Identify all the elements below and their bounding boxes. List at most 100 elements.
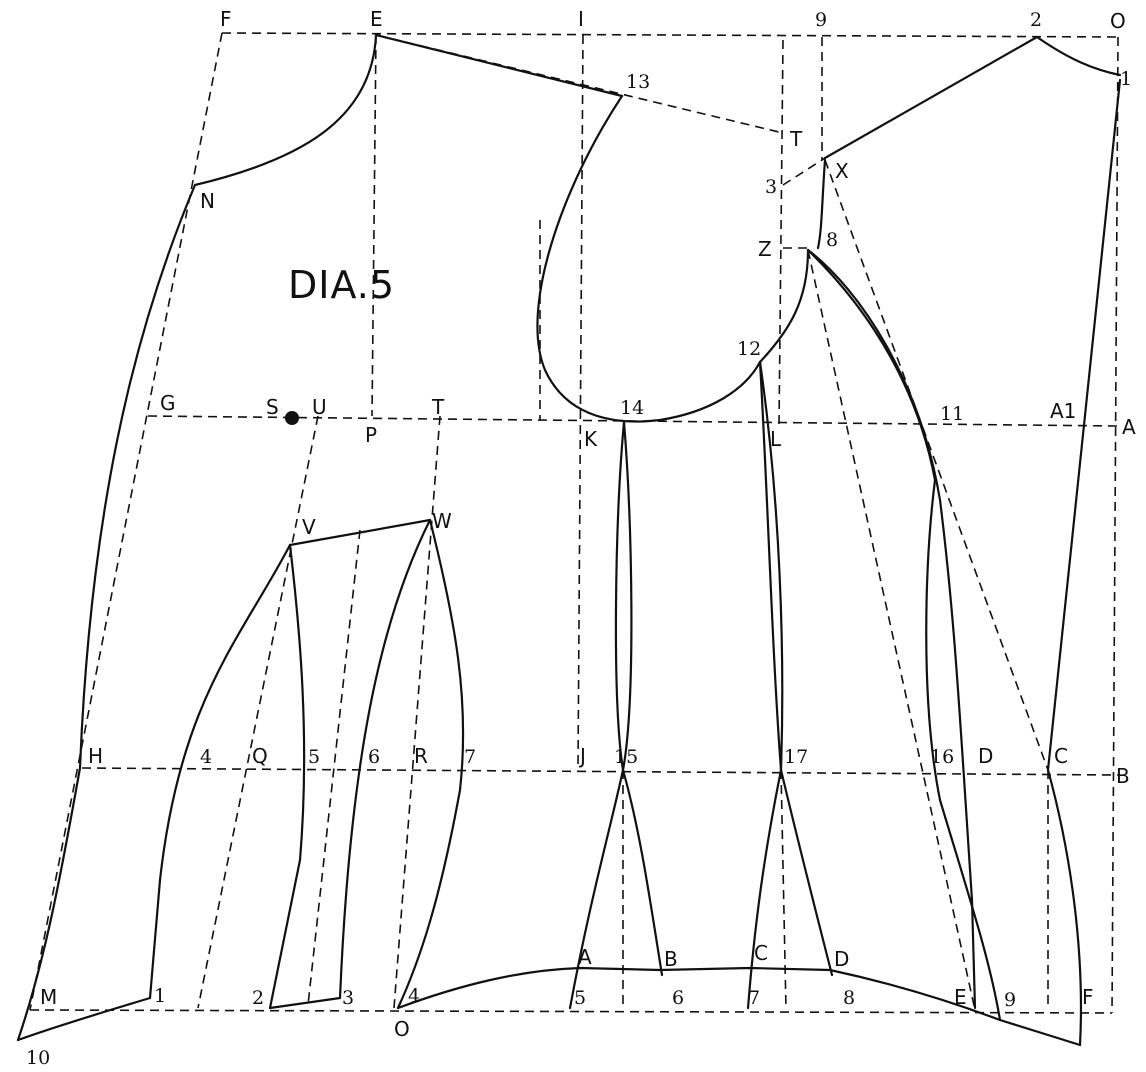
label-3: 3	[765, 176, 777, 198]
dart-12-17-left	[758, 360, 783, 772]
top-line	[221, 32, 1119, 38]
panel-hem	[268, 996, 342, 1010]
line-9-L	[778, 39, 784, 427]
label-V: V	[302, 515, 316, 539]
line-back-edge	[1111, 36, 1119, 1014]
label-K: K	[584, 427, 598, 451]
label-L: L	[770, 427, 782, 451]
waist-line	[81, 767, 1119, 776]
label-P: P	[365, 423, 377, 447]
diagram-title: DIA.5	[288, 263, 395, 307]
back-center-upper	[1046, 78, 1122, 772]
dart-17-D	[779, 768, 834, 977]
front-edge-line	[29, 32, 223, 1011]
back-armhole	[758, 248, 810, 364]
front-edge	[16, 183, 197, 1042]
back-side-curve	[806, 248, 1002, 1022]
line-8-E	[807, 249, 976, 1011]
panel-right-of-W	[396, 518, 465, 1010]
construction-lines	[29, 32, 1119, 1014]
label-O-top: O	[1110, 9, 1126, 33]
label-E-bot: E	[954, 985, 967, 1009]
side-seam-front	[148, 543, 292, 1000]
label-B-mid: B	[1116, 764, 1130, 788]
label-D-bot: D	[834, 947, 849, 971]
label-A: A	[1122, 415, 1136, 439]
line-I-J	[577, 34, 584, 769]
dart-14-left	[614, 420, 626, 772]
label-F: F	[220, 7, 232, 31]
back-seam-curve	[806, 248, 977, 1010]
label-5-bot: 5	[574, 987, 586, 1009]
point-labels: F E I 9 2 O 1 13 T 3 X Z 8 N 12 G S U P …	[26, 7, 1136, 1069]
label-4-mid: 4	[200, 746, 212, 768]
line-3-X	[782, 157, 826, 186]
label-10: 10	[26, 1047, 50, 1069]
label-I: I	[578, 7, 584, 31]
label-4-bot: 4	[408, 985, 420, 1007]
label-15: 15	[614, 746, 638, 768]
label-1-bot: 1	[154, 985, 166, 1007]
armhole-X-8	[816, 158, 827, 250]
dart-15-A	[568, 768, 625, 1010]
label-7-mid: 7	[464, 746, 476, 768]
label-1-top: 1	[1120, 68, 1132, 90]
label-Q: Q	[252, 744, 268, 768]
dart-T-R	[393, 415, 441, 1009]
label-5-mid: 5	[308, 746, 320, 768]
label-7-bot: 7	[748, 987, 760, 1009]
dart-line-V-W	[288, 518, 432, 547]
label-2-bot: 2	[252, 987, 264, 1009]
point-marker-S	[285, 411, 299, 425]
label-8-top: 8	[826, 229, 838, 251]
line-17-hem	[780, 769, 787, 1011]
panel-left-of-W	[338, 518, 432, 1000]
label-6-bot: 6	[672, 987, 684, 1009]
label-12: 12	[737, 338, 761, 360]
dart-12-17-right	[758, 360, 784, 772]
pattern-outlines	[16, 33, 1122, 1047]
back-center	[1046, 768, 1083, 1047]
label-U: U	[312, 395, 327, 419]
dart-mid	[307, 529, 361, 1006]
back-shoulder	[823, 35, 1122, 160]
label-9: 9	[815, 9, 827, 31]
label-H: H	[88, 744, 103, 768]
label-G: G	[160, 391, 176, 415]
hem-line	[29, 1009, 1113, 1014]
hem-right	[998, 1018, 1082, 1047]
line-E-P	[371, 34, 377, 417]
label-W: W	[432, 509, 452, 533]
neck-curve	[193, 33, 378, 187]
label-B-bot: B	[664, 947, 678, 971]
label-S: S	[266, 395, 279, 419]
label-D-mid: D	[978, 744, 993, 768]
label-X: X	[835, 159, 849, 183]
dart-U-Q	[197, 415, 319, 1009]
front-armhole	[536, 94, 762, 423]
label-R: R	[414, 744, 428, 768]
line-X-C	[824, 159, 1049, 771]
label-17: 17	[784, 746, 808, 768]
dart-17-C	[746, 768, 783, 1010]
label-13: 13	[626, 71, 650, 93]
label-E: E	[370, 7, 383, 31]
label-16: 16	[930, 746, 954, 768]
front-panel-right	[268, 543, 306, 1010]
label-2: 2	[1030, 9, 1042, 31]
label-6-mid: 6	[368, 746, 380, 768]
label-11: 11	[940, 403, 964, 425]
label-M: M	[40, 985, 57, 1009]
shoulder-seam	[374, 33, 624, 98]
front-hem	[16, 996, 152, 1042]
label-N: N	[200, 189, 215, 213]
label-C-mid: C	[1054, 744, 1068, 768]
label-Z: Z	[758, 237, 772, 261]
label-T-top: T	[789, 127, 803, 151]
label-3-bot: 3	[342, 987, 354, 1009]
label-A1: A1	[1050, 399, 1076, 423]
label-A-bot: A	[578, 945, 592, 969]
label-9-bot: 9	[1004, 989, 1016, 1011]
